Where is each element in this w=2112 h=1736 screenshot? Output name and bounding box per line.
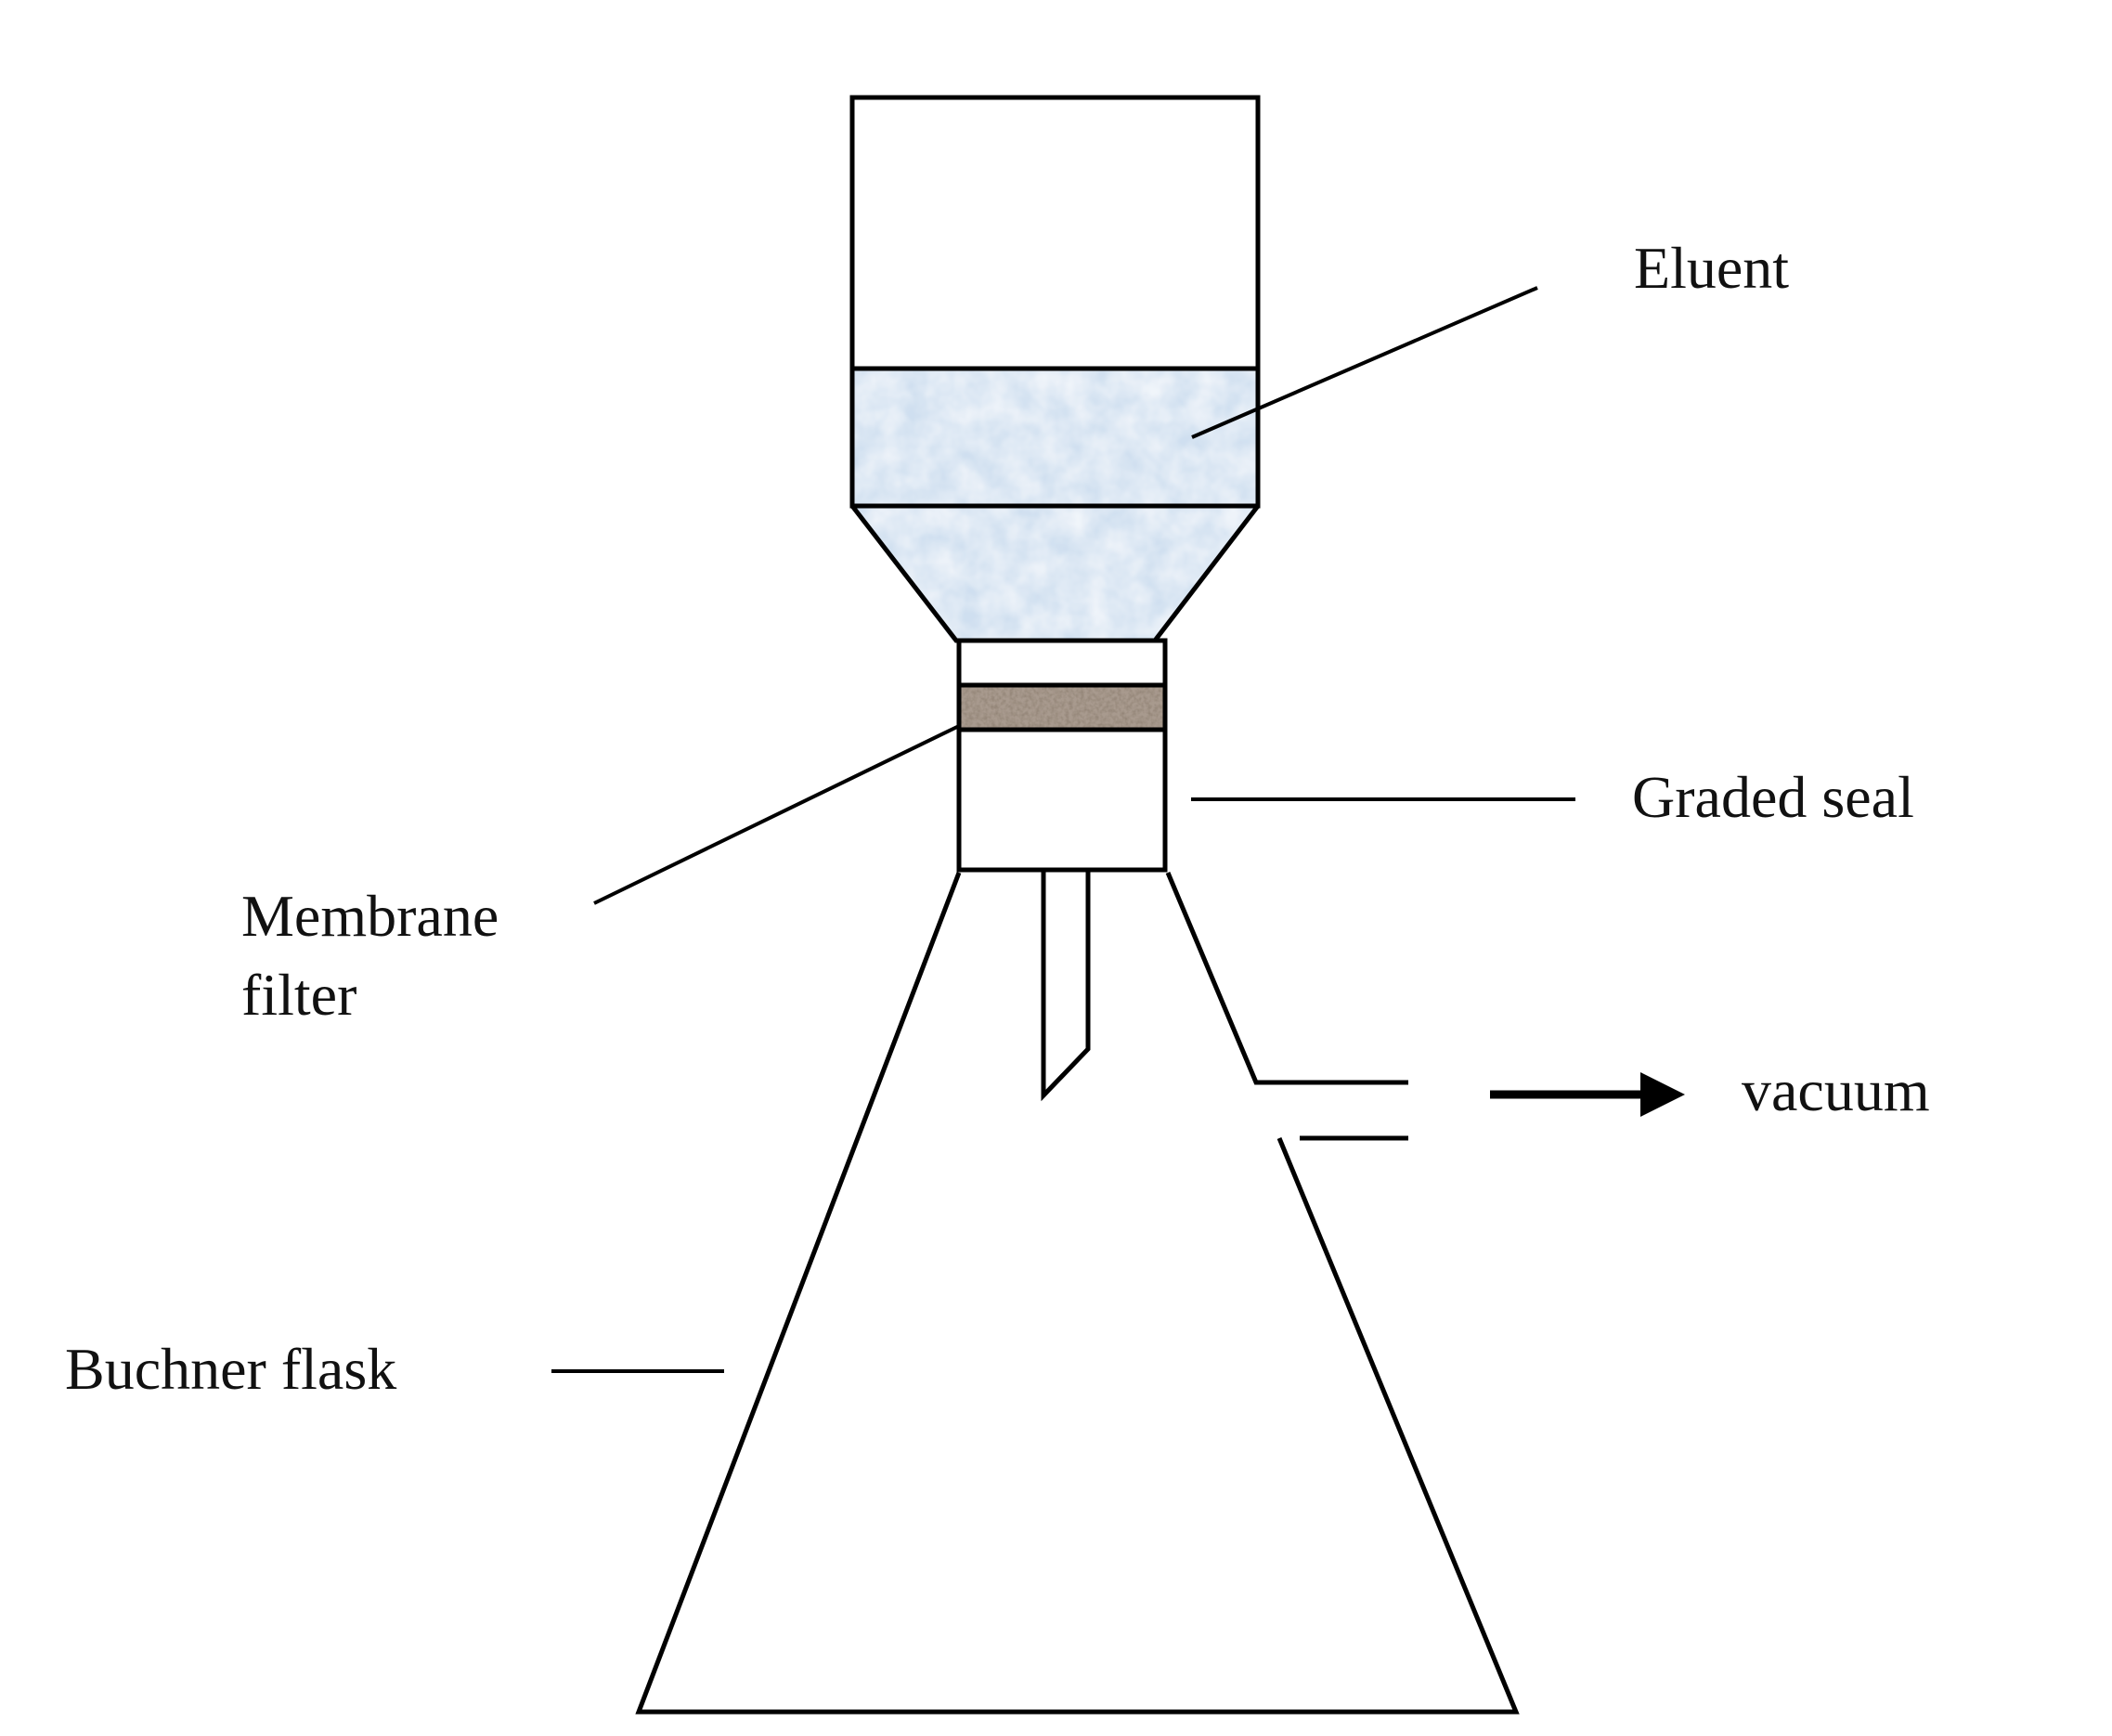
eluent-leader-line — [1191, 286, 1538, 439]
membrane-filter-label-line2: filter — [241, 962, 356, 1028]
drip-tube — [1041, 870, 1091, 1102]
filter-holder — [956, 638, 1168, 873]
vacuum-arrow — [1490, 1072, 1685, 1117]
funnel — [849, 95, 1261, 643]
graded-seal-label: Graded seal — [1632, 764, 1914, 830]
vacuum-arrowhead — [1640, 1072, 1685, 1117]
flask-outline-main — [635, 872, 1520, 1715]
membrane-filter-disc — [959, 685, 1165, 730]
eluent-label: Eluent — [1634, 235, 1789, 301]
membrane-filter-leader-line — [593, 724, 960, 905]
vacuum-label: vacuum — [1742, 1057, 1930, 1123]
membrane-filter-label-line1: Membrane — [241, 883, 499, 949]
buchner-flask — [635, 872, 1520, 1715]
filter-holder-body — [956, 638, 1168, 873]
buchner-flask-label: Buchner flask — [65, 1336, 396, 1402]
funnel-reservoir — [849, 95, 1261, 509]
flask-outline-upper-right — [1165, 872, 1408, 1085]
